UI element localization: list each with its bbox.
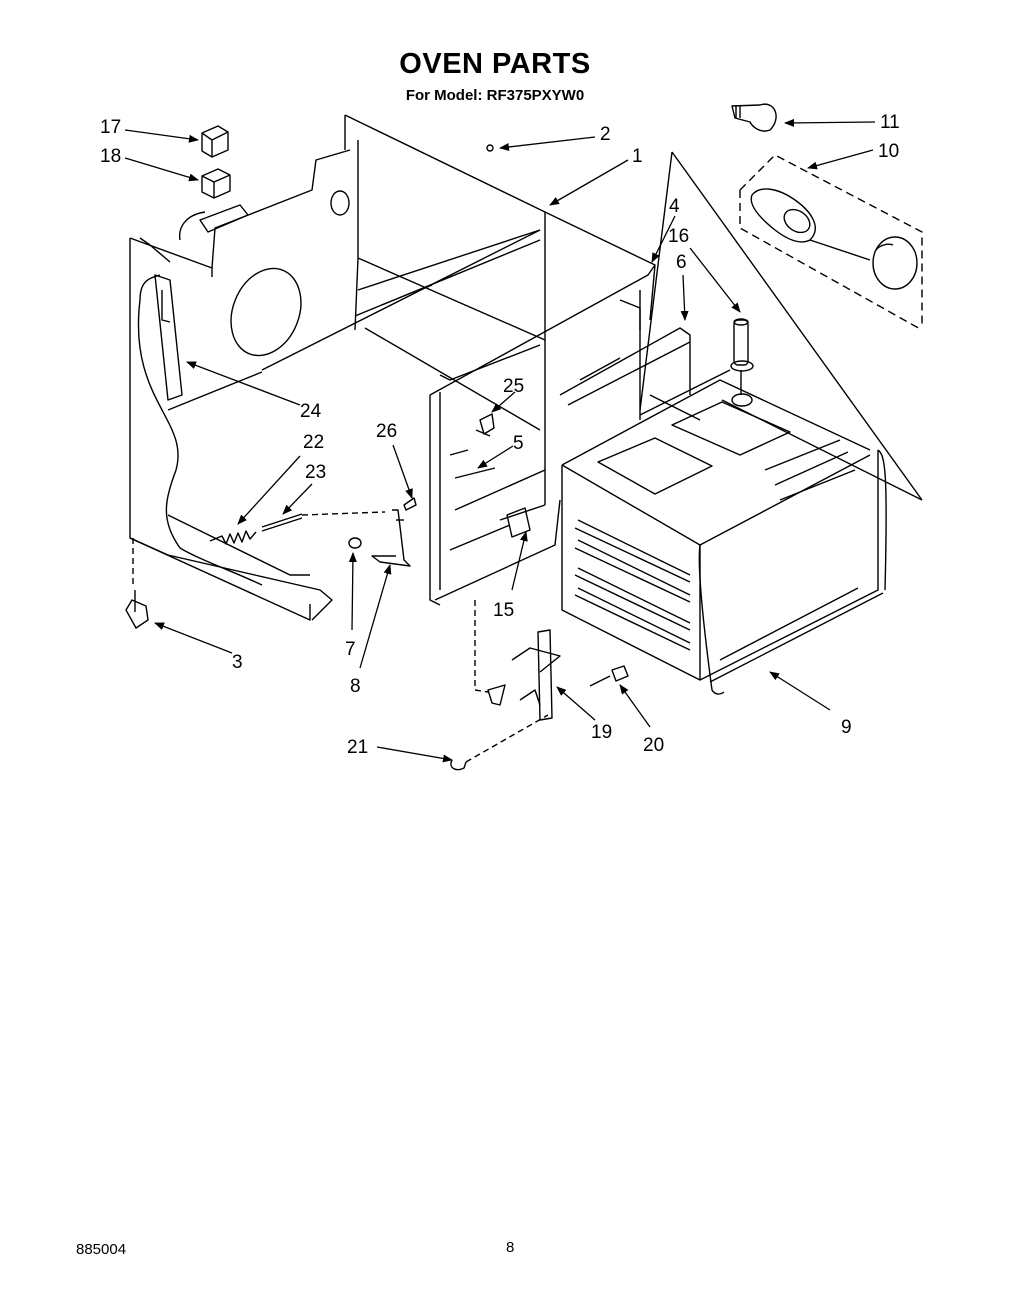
leveling-leg [125,538,149,629]
latch-screw [589,665,629,687]
callout-24: 24 [300,401,322,422]
light-guide-lines [639,151,923,501]
switch-block-18 [201,168,231,199]
callout-10: 10 [878,141,899,162]
callout-5: 5 [513,433,524,454]
model-subtitle: For Model: RF375PXYW0 [405,87,585,104]
callout-23: 23 [305,462,326,483]
document-number: 885004 [76,1241,127,1258]
callout-22: 22 [303,432,324,453]
hinge-nut [348,537,362,549]
callout-15: 15 [493,600,514,621]
callout-21: 21 [347,737,368,758]
callout-2: 2 [600,124,611,145]
chassis-screw [486,144,494,152]
light-bulb-icon [731,103,777,132]
frame-clip [475,413,495,437]
callout-3: 3 [232,652,243,673]
spring-rod [261,511,386,532]
front-frame [429,264,656,606]
latch-clip [450,759,467,771]
callout-19: 19 [591,722,612,743]
frame-bracket [506,507,531,538]
callout-7: 7 [345,639,356,660]
knob-rod-part [730,318,754,407]
light-assembly-box [739,154,923,331]
callout-20: 20 [643,735,664,756]
hinge-pin [403,497,417,511]
wiring-harness [137,274,263,586]
oven-liner [561,369,887,695]
door-latch [474,600,561,721]
light-lens [872,236,918,290]
page-title: OVEN PARTS [399,48,591,80]
switch-block-17 [201,125,229,158]
page-number: 8 [506,1239,515,1256]
frame-screw [454,467,496,479]
door-spring [209,530,257,545]
callout-4: 4 [669,196,680,217]
callout-1: 1 [632,146,643,167]
leader-arrows [124,118,876,763]
light-socket [750,188,871,261]
callout-17: 17 [100,117,121,138]
callout-25: 25 [503,376,524,397]
callout-18: 18 [100,146,121,167]
callout-26: 26 [376,421,397,442]
callout-8: 8 [350,676,361,697]
rack-support [559,299,691,420]
oven-chassis [129,114,656,621]
callout-6: 6 [676,252,687,273]
callout-9: 9 [841,717,852,738]
callout-11: 11 [880,112,900,133]
callout-16: 16 [668,226,689,247]
hinge-bracket [371,509,411,567]
